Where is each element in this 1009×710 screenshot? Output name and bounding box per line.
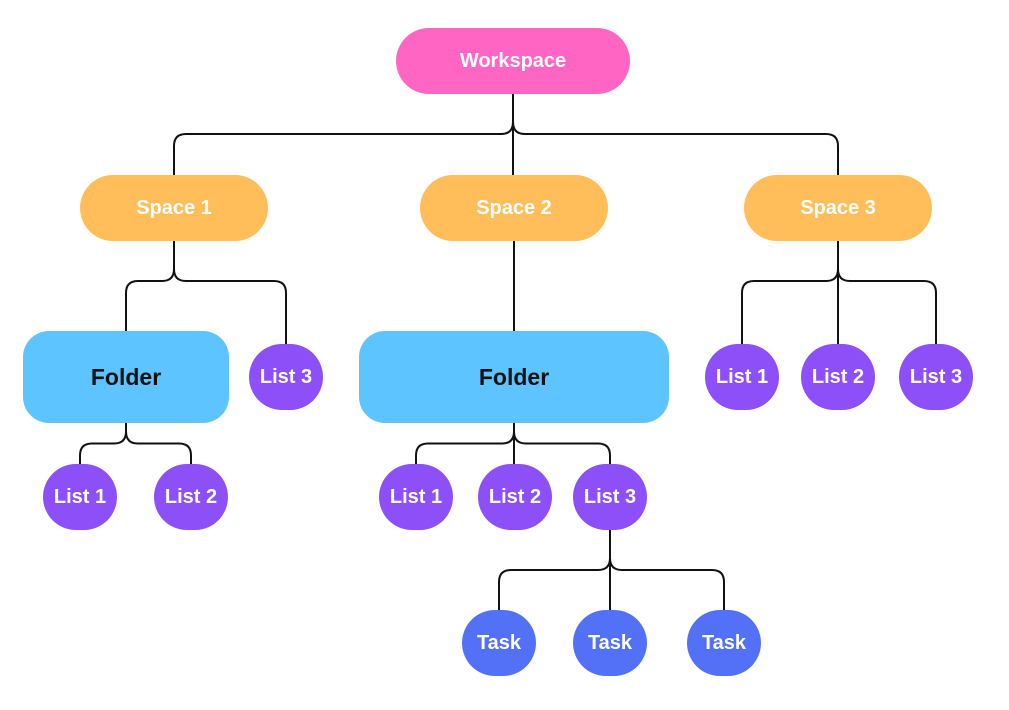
node-space-2-shape	[420, 175, 608, 241]
node-space1-list-2-label: List 2	[165, 486, 217, 508]
connector-space3-s3_list3	[837, 241, 937, 344]
node-task-2[interactable]: Task	[573, 610, 647, 676]
node-space-1-label: Space 1	[136, 197, 212, 219]
node-folder-1-shape	[23, 331, 229, 423]
node-space2-list-3-label: List 3	[584, 486, 636, 508]
node-space1-list-3[interactable]: List 3	[249, 344, 323, 410]
connector-folder1-s1_list1	[79, 423, 127, 464]
node-space-1-shape	[80, 175, 268, 241]
node-space2-list-1-label: List 1	[390, 486, 442, 508]
node-space3-list-2[interactable]: List 2	[801, 344, 875, 410]
node-space-2-label: Space 2	[476, 197, 552, 219]
node-space-2[interactable]: Space 2	[420, 175, 608, 241]
connector-folder2-s2_list3	[513, 423, 611, 464]
connector-folder1-s1_list2	[125, 423, 192, 464]
node-workspace[interactable]: Workspace	[396, 28, 630, 94]
node-space2-list-1-shape	[379, 464, 453, 530]
node-folder-2[interactable]: Folder	[359, 331, 669, 423]
connector-space3-s3_list1	[741, 241, 839, 344]
diagram-nodes: Workspace Space 1 Space 2 Space 3 Folder…	[23, 28, 973, 676]
connector-workspace-space1	[173, 94, 514, 175]
node-task-3-label: Task	[702, 632, 747, 654]
connector-s2_list3-task1	[498, 530, 611, 610]
node-space1-list-1[interactable]: List 1	[43, 464, 117, 530]
node-space2-list-2[interactable]: List 2	[478, 464, 552, 530]
node-space3-list-3-shape	[899, 344, 973, 410]
node-folder-1[interactable]: Folder	[23, 331, 229, 423]
node-space3-list-1-shape	[705, 344, 779, 410]
node-folder-1-label: Folder	[91, 364, 161, 390]
node-folder-2-shape	[359, 331, 669, 423]
node-space3-list-3[interactable]: List 3	[899, 344, 973, 410]
node-space1-list-1-shape	[43, 464, 117, 530]
node-space2-list-1[interactable]: List 1	[379, 464, 453, 530]
node-space3-list-1-label: List 1	[716, 366, 768, 388]
node-space3-list-3-label: List 3	[910, 366, 962, 388]
node-workspace-label: Workspace	[460, 50, 566, 72]
node-space2-list-2-shape	[478, 464, 552, 530]
connector-space1-folder1	[125, 241, 175, 331]
node-space-1[interactable]: Space 1	[80, 175, 268, 241]
node-space-3[interactable]: Space 3	[744, 175, 932, 241]
node-space3-list-2-label: List 2	[812, 366, 864, 388]
node-task-1[interactable]: Task	[462, 610, 536, 676]
node-task-2-shape	[573, 610, 647, 676]
node-space3-list-2-shape	[801, 344, 875, 410]
node-task-3-shape	[687, 610, 761, 676]
node-space1-list-2-shape	[154, 464, 228, 530]
connector-s2_list3-task3	[609, 530, 725, 610]
node-task-1-label: Task	[477, 632, 522, 654]
node-task-3[interactable]: Task	[687, 610, 761, 676]
connector-folder2-s2_list1	[415, 423, 515, 464]
node-space1-list-3-label: List 3	[260, 366, 312, 388]
node-folder-2-label: Folder	[479, 364, 549, 390]
node-space3-list-1[interactable]: List 1	[705, 344, 779, 410]
node-space2-list-3[interactable]: List 3	[573, 464, 647, 530]
connector-lines	[79, 94, 937, 610]
connector-space1-s1_list3	[173, 241, 287, 344]
node-space-3-label: Space 3	[800, 197, 876, 219]
connector-workspace-space3	[512, 94, 839, 175]
node-space2-list-2-label: List 2	[489, 486, 541, 508]
node-task-2-label: Task	[588, 632, 633, 654]
node-space1-list-2[interactable]: List 2	[154, 464, 228, 530]
node-task-1-shape	[462, 610, 536, 676]
node-space-3-shape	[744, 175, 932, 241]
node-space1-list-3-shape	[249, 344, 323, 410]
node-workspace-shape	[396, 28, 630, 94]
node-space2-list-3-shape	[573, 464, 647, 530]
node-space1-list-1-label: List 1	[54, 486, 106, 508]
